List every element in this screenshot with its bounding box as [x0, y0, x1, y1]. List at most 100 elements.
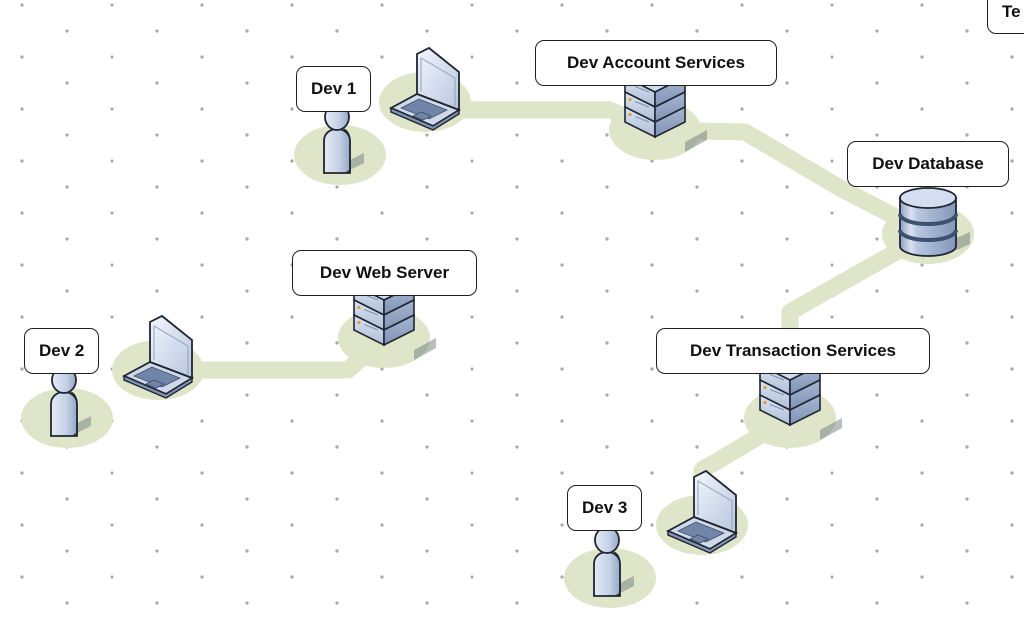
grid-dot — [875, 549, 879, 553]
grid-dot — [380, 211, 384, 215]
grid-dot — [695, 185, 699, 189]
label-dev-account-services[interactable]: Dev Account Services — [535, 40, 777, 86]
grid-dot — [245, 185, 249, 189]
grid-dot — [65, 497, 69, 501]
grid-dot — [740, 471, 744, 475]
grid-dot — [785, 133, 789, 137]
grid-dot — [740, 263, 744, 267]
grid-dot — [380, 3, 384, 7]
grid-dot — [335, 393, 339, 397]
icons-layer — [50, 46, 970, 597]
grid-dot — [20, 367, 24, 371]
grid-dot — [425, 185, 429, 189]
grid-dot — [200, 263, 204, 267]
grid-dot — [110, 315, 114, 319]
grid-dot — [110, 263, 114, 267]
label-dev-database[interactable]: Dev Database — [847, 141, 1009, 187]
grid-dot — [20, 315, 24, 319]
grid-dot — [740, 575, 744, 579]
grid-dot — [560, 315, 564, 319]
label-dev-transaction-services[interactable]: Dev Transaction Services — [656, 328, 930, 374]
grid-dot — [560, 523, 564, 527]
grid-dot — [65, 29, 69, 33]
grid-dot — [695, 289, 699, 293]
grid-dot — [740, 3, 744, 7]
grid-dot — [920, 575, 924, 579]
grid-dot — [740, 159, 744, 163]
grid-dot — [650, 263, 654, 267]
grid-dot — [695, 601, 699, 605]
grid-dot — [830, 315, 834, 319]
grid-dot — [290, 315, 294, 319]
grid-dot — [605, 341, 609, 345]
grid-dot — [1010, 367, 1014, 371]
grid-dot — [920, 55, 924, 59]
label-dev-3[interactable]: Dev 3 — [567, 485, 643, 531]
grid-dot — [155, 497, 159, 501]
grid-dot — [200, 211, 204, 215]
grid-dot — [470, 315, 474, 319]
grid-dot — [650, 367, 654, 371]
label-dev-2[interactable]: Dev 2 — [24, 328, 100, 374]
grid-dot — [605, 289, 609, 293]
grid-dot — [560, 575, 564, 579]
grid-dot — [965, 29, 969, 33]
grid-dot — [560, 471, 564, 475]
grid-dot — [1010, 315, 1014, 319]
grid-dot — [245, 393, 249, 397]
grid-dot — [245, 445, 249, 449]
grid-dot — [965, 81, 969, 85]
grid-dot — [605, 185, 609, 189]
dev3-laptop-laptop-icon — [665, 469, 739, 554]
grid-dot — [515, 133, 519, 137]
grid-dot — [650, 471, 654, 475]
grid-dot — [515, 497, 519, 501]
grid-dot — [695, 29, 699, 33]
grid-dot — [650, 419, 654, 423]
grid-dot — [155, 289, 159, 293]
grid-dot — [20, 3, 24, 7]
grid-dot — [920, 3, 924, 7]
grid-dot — [650, 3, 654, 7]
grid-dot — [245, 289, 249, 293]
dev1-laptop-laptop-icon — [388, 46, 462, 131]
grid-dot — [470, 523, 474, 527]
grid-dot — [245, 601, 249, 605]
grid-dot — [335, 497, 339, 501]
grid-dot — [695, 237, 699, 241]
grid-dot — [830, 159, 834, 163]
grid-dot — [785, 601, 789, 605]
grid-dot — [290, 159, 294, 163]
grid-dot — [515, 445, 519, 449]
grid-dot — [200, 55, 204, 59]
grid-dot — [380, 523, 384, 527]
label-offscreen-partial[interactable]: Te — [987, 0, 1024, 34]
grid-dot — [965, 133, 969, 137]
grid-dot — [785, 237, 789, 241]
grid-dot — [20, 575, 24, 579]
grid-dot — [785, 549, 789, 553]
grid-dot — [1010, 523, 1014, 527]
grid-dot — [605, 133, 609, 137]
grid-dot — [380, 419, 384, 423]
grid-dot — [110, 3, 114, 7]
grid-dot — [740, 419, 744, 423]
grid-dot — [110, 55, 114, 59]
grid-dot — [650, 315, 654, 319]
grid-dot — [335, 445, 339, 449]
grid-dot — [290, 419, 294, 423]
grid-dot — [155, 81, 159, 85]
grid-dot — [245, 341, 249, 345]
label-dev-1[interactable]: Dev 1 — [296, 66, 372, 112]
dev3-user-user-icon — [593, 526, 634, 597]
grid-dot — [650, 159, 654, 163]
grid-dot — [965, 497, 969, 501]
grid-dot — [650, 523, 654, 527]
grid-dot — [20, 263, 24, 267]
label-dev-web-server[interactable]: Dev Web Server — [292, 250, 477, 296]
grid-dot — [785, 185, 789, 189]
grid-dot — [515, 601, 519, 605]
grid-dot — [875, 445, 879, 449]
grid-dot — [695, 445, 699, 449]
grid-dot — [65, 549, 69, 553]
